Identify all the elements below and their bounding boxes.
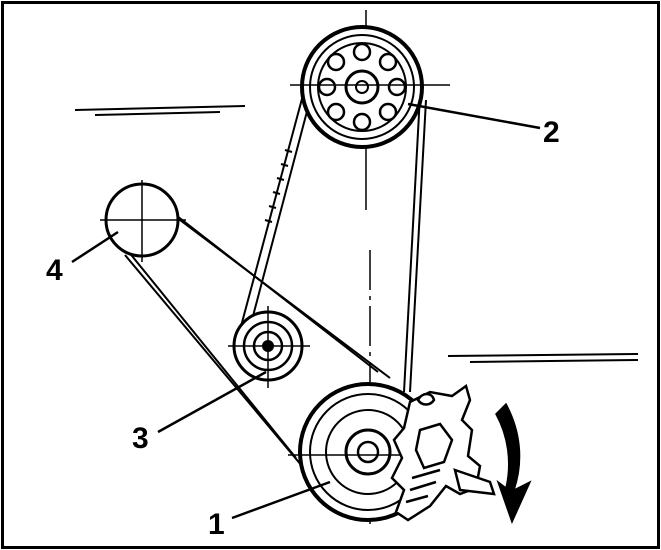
timing-belt	[239, 94, 427, 393]
leader-line-4	[71, 230, 119, 264]
pulley-3	[228, 306, 310, 388]
belt-teeth	[264, 149, 293, 223]
leader-line-1	[231, 480, 331, 520]
timing-mark-housing	[390, 383, 496, 522]
v-belt	[114, 194, 391, 467]
leader-line-2	[407, 102, 541, 130]
pulley-2	[290, 25, 450, 149]
leader-lines	[71, 102, 541, 520]
callout-2: 2	[543, 116, 560, 149]
leader-line-3	[157, 370, 267, 434]
callout-1: 1	[208, 508, 225, 541]
curved-arrow-down-icon	[495, 402, 532, 525]
pulley-4	[100, 180, 186, 262]
callout-3: 3	[132, 422, 149, 455]
reference-lines	[74, 105, 639, 363]
callout-4: 4	[46, 254, 63, 287]
